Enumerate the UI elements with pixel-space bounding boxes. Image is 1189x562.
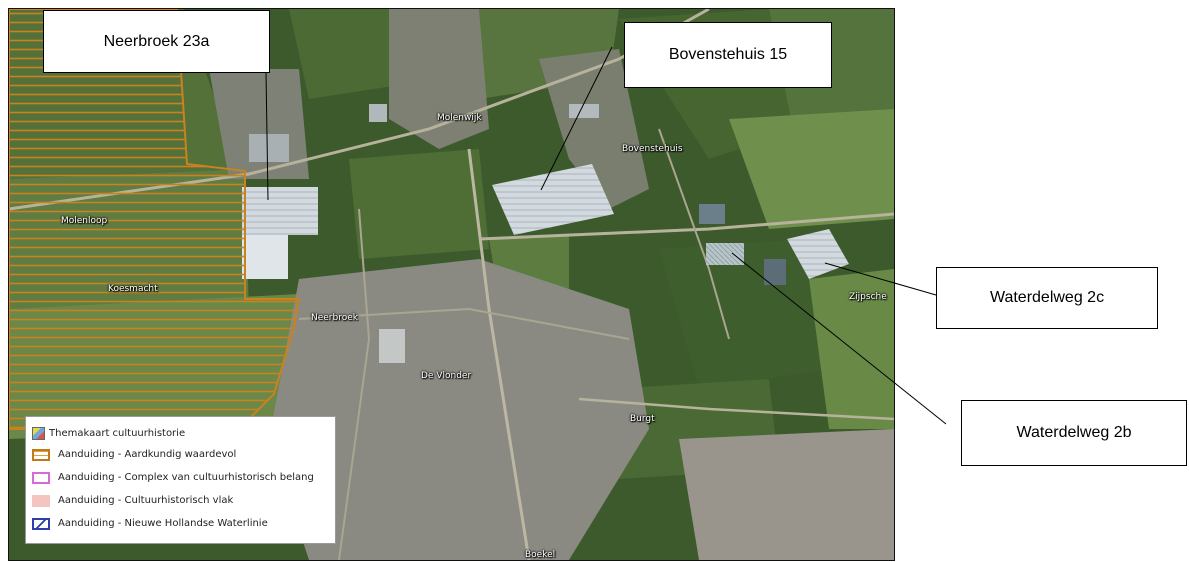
complex-swatch-icon	[32, 471, 50, 484]
place-label-burgt: Burgt	[630, 414, 655, 424]
vlak-swatch-icon	[32, 494, 50, 507]
greenhouse-neerbroek	[242, 187, 318, 235]
building	[249, 134, 289, 162]
legend-item-aardkundig: Aanduiding - Aardkundig waardevol	[32, 443, 335, 466]
legend-item-label: Aanduiding - Complex van cultuurhistoris…	[58, 472, 314, 483]
callout-waterdelweg-2c: Waterdelweg 2c	[936, 267, 1158, 329]
urban-area	[389, 9, 489, 149]
building	[764, 259, 786, 285]
field	[349, 149, 489, 259]
greenhouse-waterdelweg-2b	[706, 243, 744, 265]
place-label-koesmacht: Koesmacht	[108, 284, 158, 294]
place-label-molenloop: Molenloop	[61, 216, 108, 226]
place-label-boekel: Boekel	[525, 550, 556, 560]
legend-item-label: Aanduiding - Nieuwe Hollandse Waterlinie	[58, 518, 268, 529]
themakaart-icon	[32, 426, 45, 440]
urban-area	[269, 259, 649, 560]
aardkundig-swatch-icon	[32, 448, 50, 461]
place-label-de-vlonder: De Vlonder	[421, 371, 472, 381]
road	[467, 148, 531, 560]
legend-title-row: Themakaart cultuurhistorie	[32, 423, 335, 443]
place-label-bovenstehuis: Bovenstehuis	[622, 144, 683, 154]
waterlinie-swatch-icon	[32, 517, 50, 530]
legend-item-label: Aanduiding - Aardkundig waardevol	[58, 449, 237, 460]
callout-bovenstehuis-15: Bovenstehuis 15	[624, 22, 832, 88]
callout-waterdelweg-2b: Waterdelweg 2b	[961, 400, 1187, 466]
urban-area	[679, 429, 894, 560]
road	[338, 208, 371, 560]
legend-item-complex: Aanduiding - Complex van cultuurhistoris…	[32, 466, 335, 489]
place-label-zijpsche: Zijpsche	[849, 292, 887, 302]
road	[478, 212, 894, 241]
building	[699, 204, 725, 224]
building	[369, 104, 387, 122]
road	[298, 307, 630, 340]
place-label-neerbroek: Neerbroek	[311, 313, 358, 323]
legend-item-label: Aanduiding - Cultuurhistorisch vlak	[58, 495, 234, 506]
legend-item-vlak: Aanduiding - Cultuurhistorisch vlak	[32, 489, 335, 512]
road	[658, 128, 730, 340]
building	[569, 104, 599, 118]
building	[379, 329, 405, 363]
place-label-molenwijk: Molenwijk	[437, 113, 482, 123]
greenhouse-neerbroek	[242, 235, 288, 279]
legend-item-nhw: Aanduiding - Nieuwe Hollandse Waterlinie	[32, 512, 335, 535]
field	[729, 109, 894, 229]
map-legend: Themakaart cultuurhistorie Aanduiding - …	[25, 416, 336, 544]
callout-neerbroek-23a: Neerbroek 23a	[43, 10, 270, 73]
legend-title: Themakaart cultuurhistorie	[49, 427, 186, 439]
